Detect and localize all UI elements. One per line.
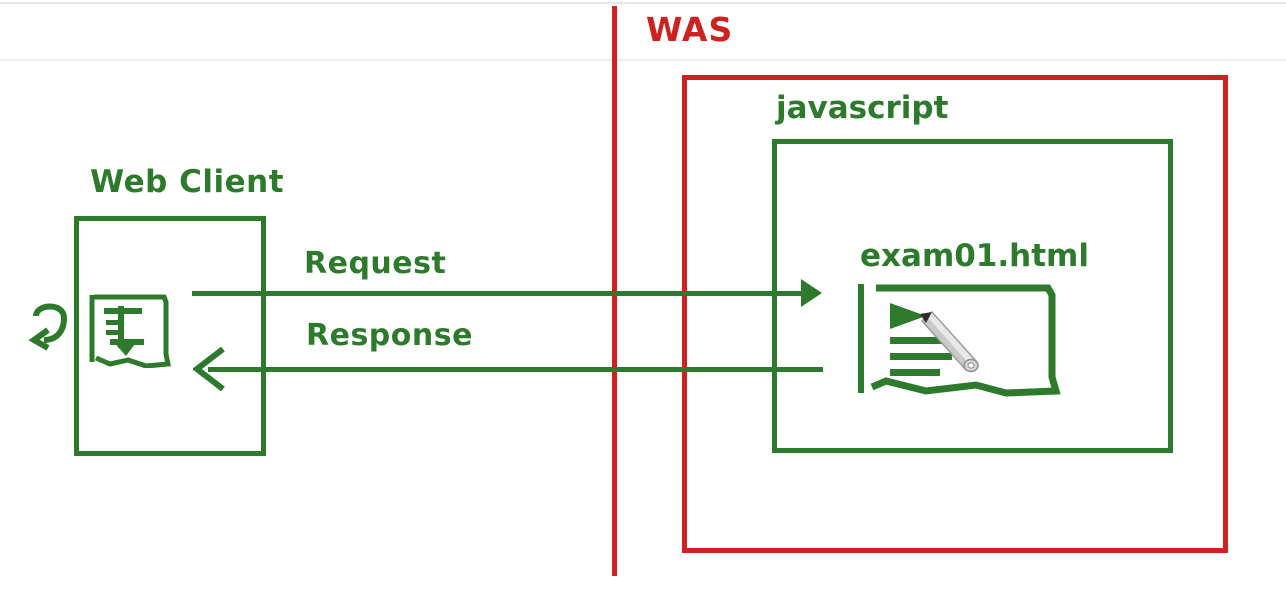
request-arrowhead-icon — [801, 279, 822, 307]
request-arrow-line — [192, 291, 804, 296]
web-page-icon — [88, 292, 174, 369]
web-client-box — [74, 216, 266, 456]
javascript-label: javascript — [776, 90, 949, 126]
response-arrowhead-icon — [192, 346, 227, 392]
refresh-loop-icon — [26, 298, 74, 352]
request-label: Request — [304, 246, 447, 281]
secondary-divider-rule — [0, 59, 1286, 61]
top-divider-rule — [0, 2, 1286, 4]
was-server-box — [682, 75, 1228, 553]
exam-file-label: exam01.html — [860, 238, 1089, 274]
web-client-label: Web Client — [90, 164, 285, 200]
response-arrow-line — [208, 367, 823, 372]
javascript-box — [772, 139, 1173, 453]
html-document-pencil-icon — [856, 281, 1066, 399]
response-label: Response — [306, 318, 473, 353]
was-label: WAS — [646, 10, 734, 49]
